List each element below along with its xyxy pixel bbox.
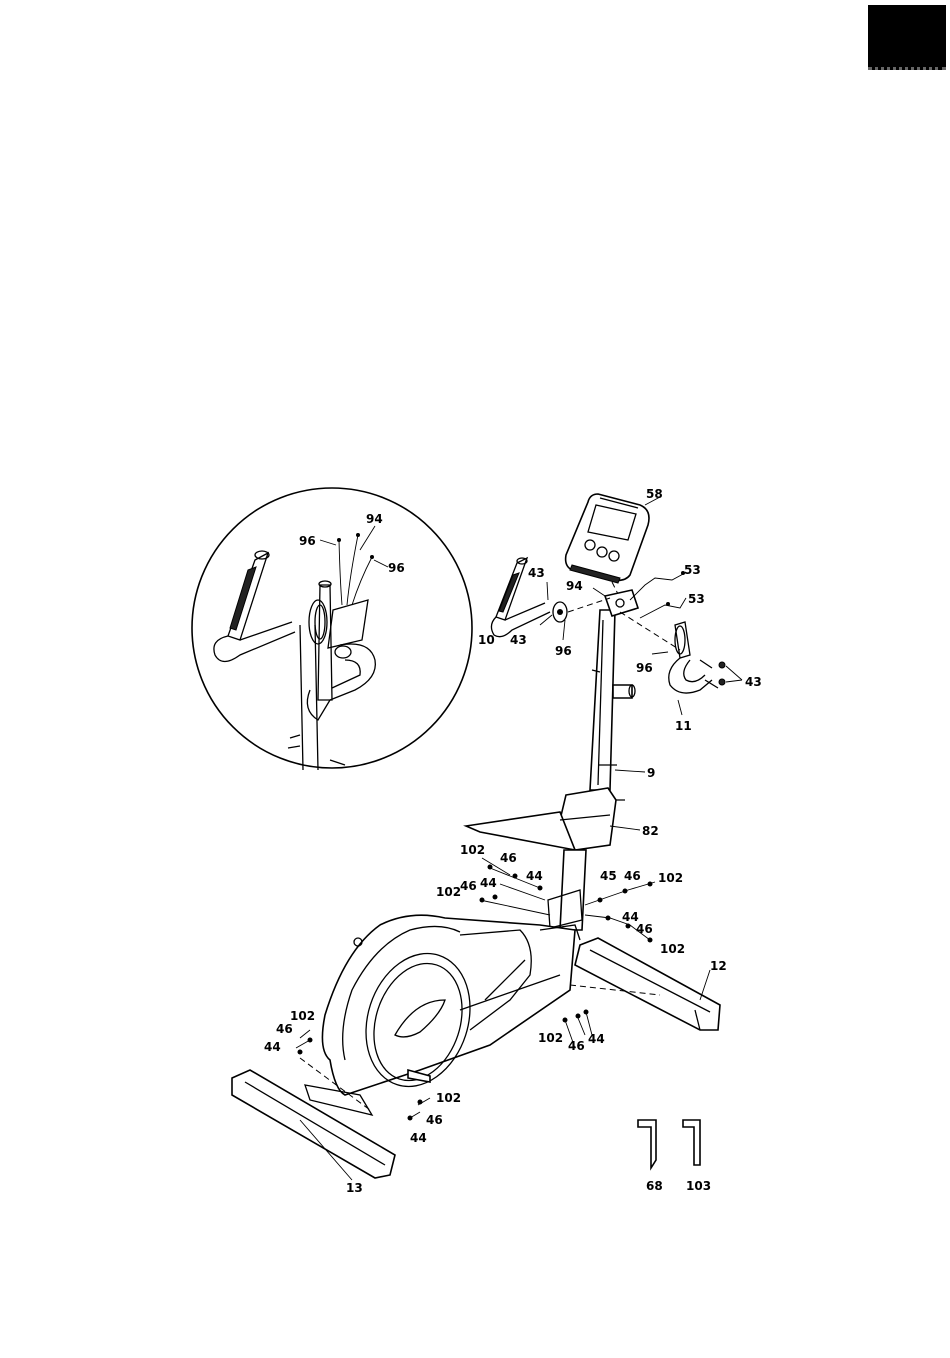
upright-part-9: 9 53 53 94	[566, 563, 705, 800]
label-94: 94	[366, 512, 383, 526]
label-102: 102	[660, 942, 685, 956]
label-102: 102	[538, 1031, 563, 1045]
label-58: 58	[646, 487, 663, 501]
label-68: 68	[646, 1179, 663, 1193]
label-46: 46	[568, 1039, 585, 1053]
label-96: 96	[388, 561, 405, 575]
label-103: 103	[686, 1179, 711, 1193]
label-46: 46	[276, 1022, 293, 1036]
main-frame	[322, 915, 580, 1100]
left-handle-part-10: 43 10 43 96	[478, 558, 680, 658]
label-13: 13	[346, 1181, 363, 1195]
label-9: 9	[647, 766, 655, 780]
page-corner-tab	[868, 5, 946, 70]
label-82: 82	[642, 824, 659, 838]
detail-inset: 96 94 96	[192, 488, 472, 770]
right-handle-part-11: 43 96 11	[636, 622, 762, 733]
label-10: 10	[478, 633, 495, 647]
label-45: 45	[600, 869, 617, 883]
label-102: 102	[290, 1009, 315, 1023]
label-44: 44	[588, 1032, 605, 1046]
label-53: 53	[684, 563, 701, 577]
label-96: 96	[636, 661, 653, 675]
label-102: 102	[436, 1091, 461, 1105]
label-102: 102	[460, 843, 485, 857]
label-96: 96	[299, 534, 316, 548]
label-43: 43	[528, 566, 545, 580]
label-96: 96	[555, 644, 572, 658]
label-44: 44	[526, 869, 543, 883]
shroud-part-82: 82	[466, 788, 659, 850]
allen-wrench-103	[683, 1120, 700, 1165]
label-53: 53	[688, 592, 705, 606]
label-102: 102	[436, 885, 461, 899]
label-43: 43	[510, 633, 527, 647]
tools: 68 103	[638, 1120, 711, 1193]
label-12: 12	[710, 959, 727, 973]
label-46: 46	[636, 922, 653, 936]
label-44: 44	[410, 1131, 427, 1145]
label-46: 46	[460, 879, 477, 893]
label-46: 46	[500, 851, 517, 865]
label-94: 94	[566, 579, 583, 593]
label-46: 46	[426, 1113, 443, 1127]
allen-wrench-68	[638, 1120, 656, 1168]
label-46: 46	[624, 869, 641, 883]
label-44: 44	[264, 1040, 281, 1054]
label-43: 43	[745, 675, 762, 689]
label-44: 44	[480, 876, 497, 890]
label-102: 102	[658, 871, 683, 885]
label-11: 11	[675, 719, 692, 733]
